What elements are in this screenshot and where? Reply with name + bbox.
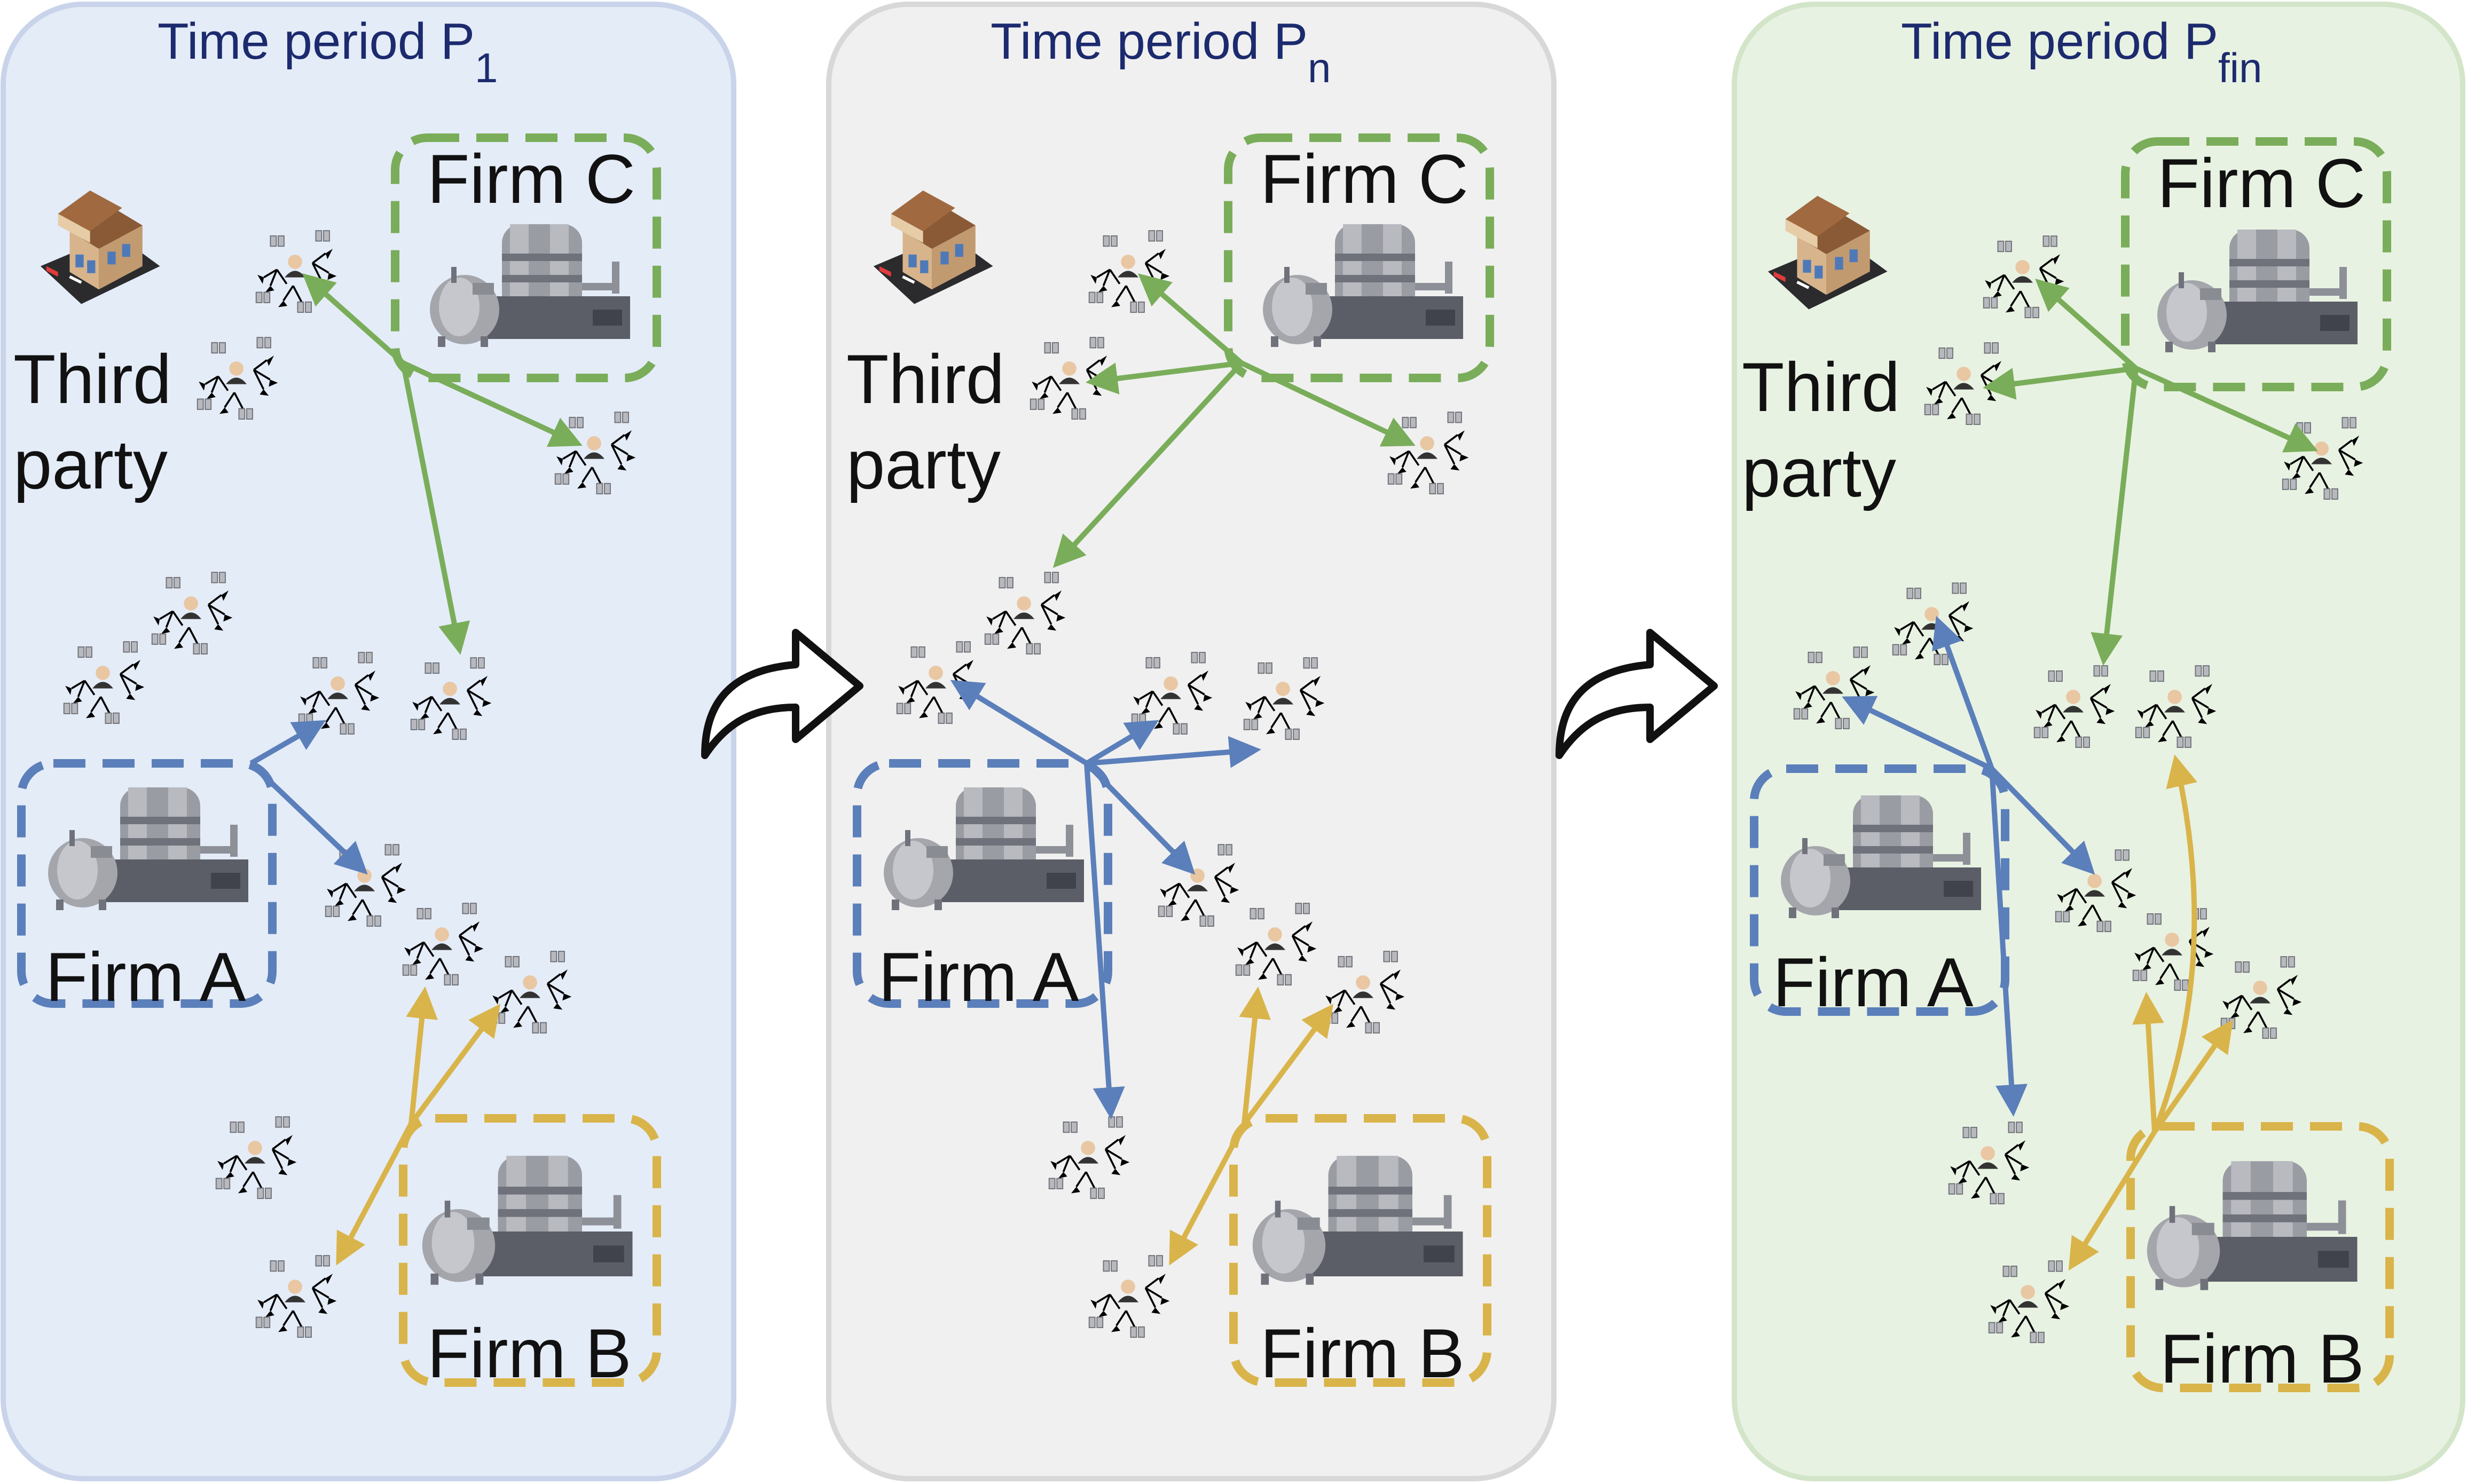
firm-a-flows (249, 720, 368, 875)
panel-title-p1-sub: 1 (475, 44, 498, 91)
firm-a-flows (950, 680, 1261, 1119)
firm-c-label: Firm C (1260, 140, 1468, 218)
panel-title-pn-main: Time period P (991, 13, 1308, 70)
firm-c-box (1224, 133, 1494, 382)
panel-title-pfin-sub: fin (2218, 44, 2262, 91)
firm-b-flows (1169, 986, 1334, 1266)
firm-a-box (853, 759, 1112, 1008)
panel-pn-content: Third party Firm C Firm A Firm B (846, 133, 1494, 1392)
firm-c-box (391, 133, 661, 382)
firm-b-label: Firm B (2160, 1320, 2364, 1398)
panel-title-pfin: Time period Pfin (1901, 13, 2262, 91)
panel-title-pn: Time period Pn (991, 13, 1331, 91)
third-party-label: party (13, 425, 168, 503)
firm-c-flows (1983, 279, 2318, 666)
firm-b-flows (2068, 754, 2233, 1271)
firm-a-label: Firm A (1773, 943, 1974, 1021)
firm-a-box (17, 759, 277, 1008)
firm-c-label: Firm C (427, 140, 635, 218)
third-party-label: Third (1742, 348, 1900, 426)
panel-p1 (1, 2, 736, 1481)
third-party-label: party (1742, 433, 1896, 511)
firm-c-box (2121, 137, 2391, 391)
panel-p1-content: Third party Firm C Firm A Firm B (13, 133, 661, 1392)
transition-arrow-icon (1559, 633, 1714, 755)
firm-c-label: Firm C (2157, 144, 2366, 222)
panel-title-pfin-main: Time period P (1901, 13, 2218, 70)
third-party-label: Third (13, 340, 171, 418)
firm-b-flows (336, 986, 501, 1266)
firm-c-flows (1052, 273, 1416, 568)
panel-pn (826, 2, 1557, 1481)
panel-title-p1: Time period P1 (158, 13, 498, 91)
firm-b-label: Firm B (427, 1314, 632, 1392)
firm-a-flows (1842, 615, 2095, 1117)
panel-title-p1-main: Time period P (158, 13, 475, 70)
firm-b-box (2126, 1122, 2394, 1392)
panel-pfin (1732, 2, 2465, 1481)
panel-pfin-content: Third party Firm C Firm A Firm B (1742, 137, 2394, 1398)
firm-b-label: Firm B (1260, 1314, 1465, 1392)
firm-a-label: Firm A (45, 938, 246, 1016)
panel-title-pn-sub: n (1308, 44, 1331, 91)
third-party-label: party (846, 425, 1001, 503)
third-party-label: Third (846, 340, 1004, 418)
firm-a-label: Firm A (878, 938, 1079, 1016)
firm-a-box (1750, 764, 2009, 1016)
firm-c-flows (302, 273, 583, 655)
